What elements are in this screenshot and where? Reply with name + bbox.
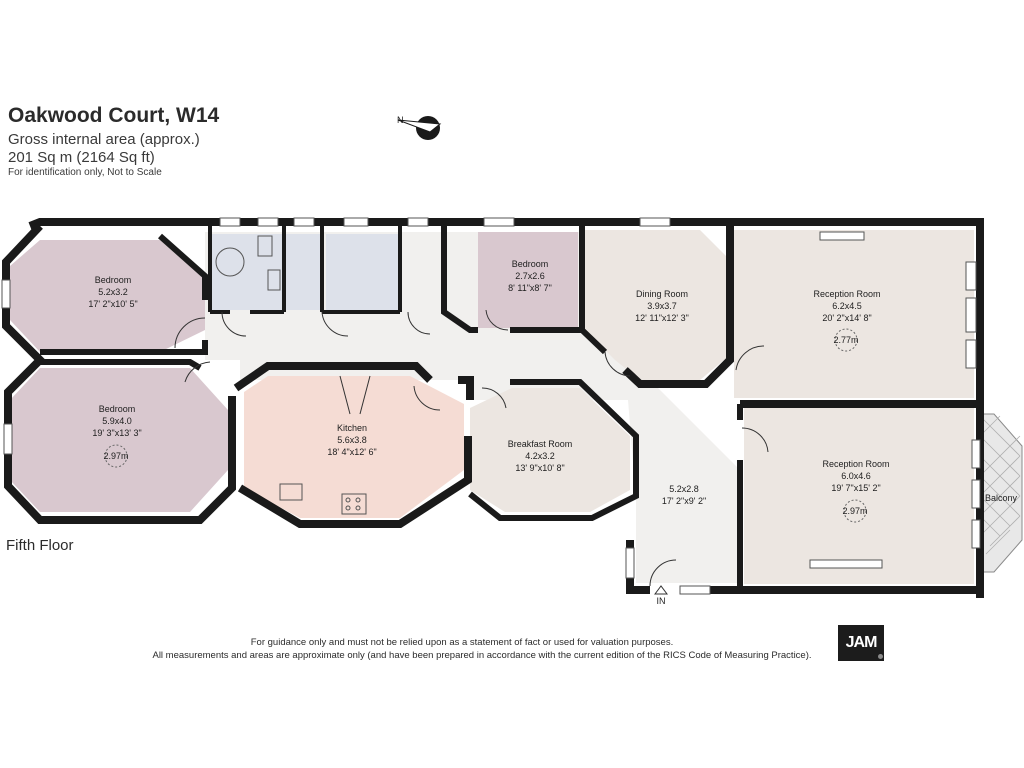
bedroom1-metric: 5.2x3.2: [98, 287, 128, 297]
footer-disclaimer-2: All measurements and areas are approxima…: [152, 650, 812, 661]
logo-dot: [878, 654, 883, 659]
footer-disclaimer-1: For guidance only and must not be relied…: [250, 637, 674, 648]
bedroom2-imperial: 19' 3"x13' 3": [92, 428, 141, 438]
dining-imperial: 12' 11"x12' 3": [635, 313, 689, 323]
reception1-metric: 6.2x4.5: [832, 301, 862, 311]
bedroom3-metric: 2.7x2.6: [515, 271, 545, 281]
area-value: 201 Sq m (2164 Sq ft): [8, 149, 155, 166]
doors: [174, 309, 769, 587]
scale-disclaimer: For identification only, Not to Scale: [8, 167, 162, 178]
bedroom2-height: 2.97m: [103, 451, 128, 461]
entrance-label: IN: [657, 596, 666, 606]
label-breakfast: Breakfast Room 4.2x3.2 13' 9"x10' 8": [508, 439, 573, 473]
floor-label: Fifth Floor: [6, 537, 74, 554]
breakfast-imperial: 13' 9"x10' 8": [515, 463, 564, 473]
dining-name: Dining Room: [636, 289, 688, 299]
breakfast-metric: 4.2x3.2: [525, 451, 555, 461]
fixtures: [215, 235, 367, 515]
reception2-imperial: 19' 7"x15' 2": [831, 483, 880, 493]
bedroom1-name: Bedroom: [95, 275, 132, 285]
reception1-height: 2.77m: [833, 335, 858, 345]
hall-metric: 5.2x2.8: [669, 484, 699, 494]
agency-logo: JAM: [838, 625, 884, 661]
label-hall: 5.2x2.8 17' 2"x9' 2": [662, 484, 706, 506]
entrance-arrow-icon: [654, 585, 668, 595]
kitchen-metric: 5.6x3.8: [337, 435, 367, 445]
gross-area-label: Gross internal area (approx.): [8, 131, 200, 148]
reception1-name: Reception Room: [813, 289, 880, 299]
kitchen-name: Kitchen: [337, 423, 367, 433]
dining-metric: 3.9x3.7: [647, 301, 677, 311]
hall-imperial: 17' 2"x9' 2": [662, 496, 706, 506]
label-reception1: Reception Room 6.2x4.5 20' 2"x14' 8" 2.7…: [813, 289, 881, 352]
bedroom2-name: Bedroom: [99, 404, 136, 414]
bedroom3-imperial: 8' 11"x8' 7": [508, 283, 552, 293]
property-title: Oakwood Court, W14: [8, 104, 220, 127]
compass-icon: N: [397, 115, 442, 140]
label-reception2: Reception Room 6.0x4.6 19' 7"x15' 2" 2.9…: [822, 459, 890, 523]
room-fills: [10, 230, 974, 584]
windows: [1, 217, 981, 595]
kitchen-imperial: 18' 4"x12' 6": [327, 447, 376, 457]
label-dining: Dining Room 3.9x3.7 12' 11"x12' 3": [635, 289, 689, 323]
breakfast-name: Breakfast Room: [508, 439, 573, 449]
label-kitchen: Kitchen 5.6x3.8 18' 4"x12' 6": [327, 423, 376, 457]
compass-north-label: N: [397, 115, 404, 125]
label-bedroom2: Bedroom 5.9x4.0 19' 3"x13' 3" 2.97m: [92, 404, 142, 468]
reception2-height: 2.97m: [842, 506, 867, 516]
balcony-label: Balcony: [985, 493, 1018, 503]
bedroom1-imperial: 17' 2"x10' 5": [88, 299, 137, 309]
label-bedroom1: Bedroom 5.2x3.2 17' 2"x10' 5": [88, 275, 137, 309]
label-bedroom3: Bedroom 2.7x2.6 8' 11"x8' 7": [508, 259, 552, 293]
bedroom3-name: Bedroom: [512, 259, 549, 269]
reception1-imperial: 20' 2"x14' 8": [822, 313, 871, 323]
reception2-name: Reception Room: [822, 459, 889, 469]
bedroom2-metric: 5.9x4.0: [102, 416, 132, 426]
reception2-metric: 6.0x4.6: [841, 471, 871, 481]
